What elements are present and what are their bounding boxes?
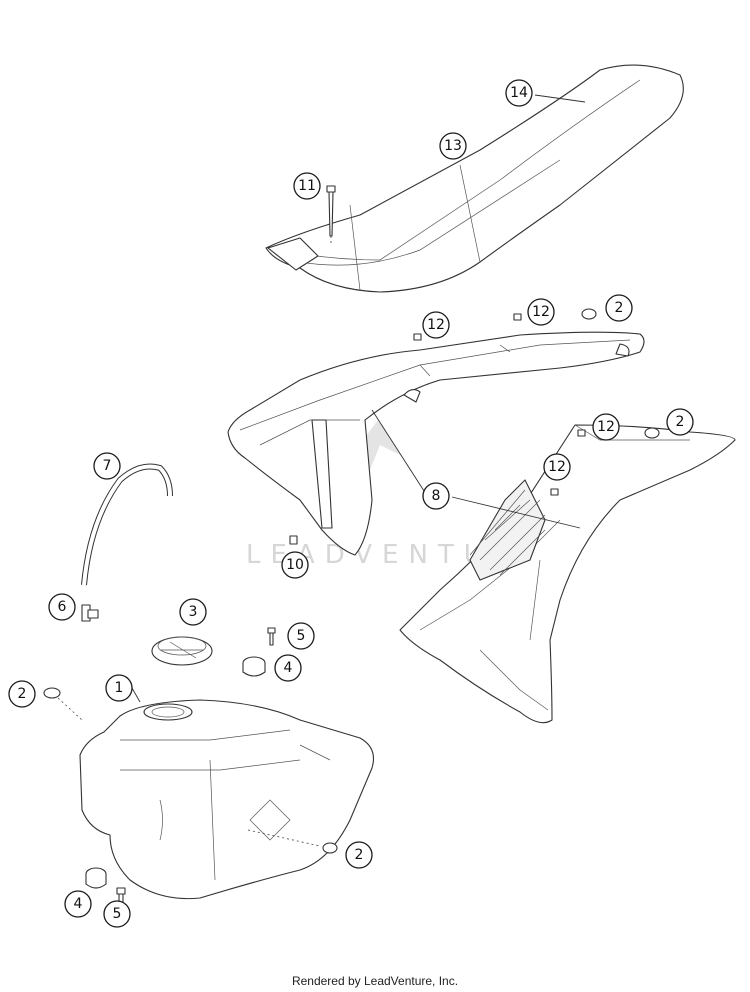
svg-text:4: 4 [74, 896, 83, 912]
valve-6[interactable] [81, 604, 99, 622]
callout-7[interactable]: 7 [93, 452, 121, 480]
rubber-bushing-upper[interactable] [242, 656, 266, 677]
screw-12-c[interactable] [577, 429, 586, 437]
screw-upper[interactable] [267, 627, 276, 646]
svg-text:6: 6 [58, 599, 67, 615]
screw-12-d[interactable] [550, 488, 559, 496]
svg-text:12: 12 [548, 459, 566, 475]
callout-14[interactable]: 14 [505, 79, 533, 107]
callout-8[interactable]: 8 [422, 482, 450, 510]
svg-text:13: 13 [444, 138, 462, 154]
callout-12-c[interactable]: 12 [592, 413, 620, 441]
callout-12-b[interactable]: 12 [527, 298, 555, 326]
callout-2-d[interactable]: 2 [345, 841, 373, 869]
svg-text:2: 2 [676, 414, 685, 430]
screw-tank-right[interactable] [247, 829, 338, 854]
callout-2-c[interactable]: 2 [666, 408, 694, 436]
svg-text:2: 2 [615, 300, 624, 316]
rubber-bushing-lower[interactable] [85, 867, 107, 889]
fuel-tank[interactable] [79, 699, 375, 900]
screw-2-b[interactable] [581, 308, 597, 320]
side-cover-right[interactable] [399, 424, 736, 724]
svg-text:10: 10 [286, 557, 304, 573]
svg-text:11: 11 [298, 178, 316, 194]
callout-12-a[interactable]: 12 [422, 311, 450, 339]
callout-1[interactable]: 1 [105, 674, 133, 702]
svg-text:12: 12 [427, 317, 445, 333]
callout-5-b[interactable]: 5 [103, 900, 131, 928]
seat[interactable] [265, 64, 684, 293]
svg-text:2: 2 [355, 847, 364, 863]
footer-credit: Rendered by LeadVenture, Inc. [291, 974, 459, 988]
svg-text:3: 3 [189, 604, 198, 620]
small-fasteners [289, 308, 660, 545]
tank-cap-3[interactable] [151, 636, 213, 666]
side-cover-left[interactable] [227, 331, 645, 556]
callout-3[interactable]: 3 [179, 598, 207, 626]
dome-nut-tank-left[interactable] [43, 687, 83, 721]
svg-text:5: 5 [113, 906, 122, 922]
svg-text:8: 8 [432, 488, 441, 504]
screw-12-a[interactable] [413, 333, 422, 341]
svg-text:1: 1 [115, 680, 124, 696]
svg-text:7: 7 [103, 458, 112, 474]
callout-6[interactable]: 6 [48, 593, 76, 621]
screw-11[interactable] [326, 185, 336, 244]
callout-4-a[interactable]: 4 [274, 654, 302, 682]
svg-text:5: 5 [297, 628, 306, 644]
screw-12-b[interactable] [513, 313, 522, 321]
callout-2-b[interactable]: 2 [605, 294, 633, 322]
hose-7[interactable] [81, 463, 173, 586]
nut-10[interactable] [289, 535, 298, 545]
callout-4-b[interactable]: 4 [64, 890, 92, 918]
svg-text:2: 2 [18, 686, 27, 702]
callout-13[interactable]: 13 [439, 132, 467, 160]
callout-11[interactable]: 11 [293, 172, 321, 200]
callout-2-a[interactable]: 2 [8, 680, 36, 708]
callout-12-d[interactable]: 12 [543, 453, 571, 481]
svg-text:12: 12 [597, 419, 615, 435]
screw-lower[interactable] [116, 887, 126, 903]
svg-text:12: 12 [532, 304, 550, 320]
svg-text:4: 4 [284, 660, 293, 676]
callout-5-a[interactable]: 5 [287, 622, 315, 650]
screw-2-c[interactable] [644, 427, 660, 439]
svg-text:14: 14 [510, 85, 528, 101]
callout-10[interactable]: 10 [281, 551, 309, 579]
